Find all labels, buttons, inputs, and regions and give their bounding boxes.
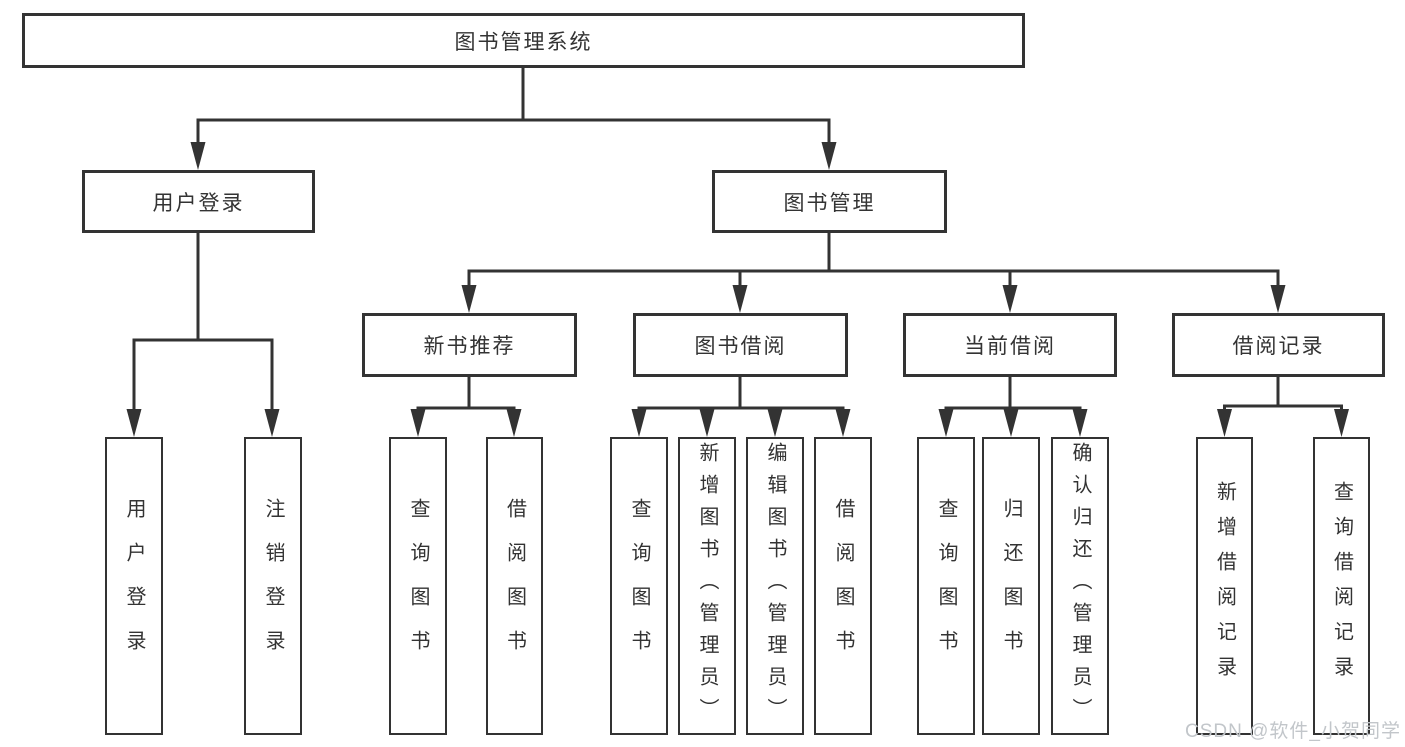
node-label: 图书管理 <box>783 191 876 215</box>
connector-user-login-children <box>126 233 280 437</box>
node-label: 图书管理系统 <box>454 30 593 54</box>
node-borrowing-records: 借阅记录 <box>1172 313 1385 377</box>
leaf-add-borrow-record: 新增借阅记录 <box>1196 437 1253 735</box>
node-current-borrowing: 当前借阅 <box>903 313 1117 377</box>
node-label: 新增借阅记录 <box>1213 481 1236 691</box>
node-label: 图书借阅 <box>694 335 787 358</box>
node-label: 新增图书（管理员） <box>696 442 718 730</box>
node-library-system: 图书管理系统 <box>22 13 1025 68</box>
connector-current-borrowing-children <box>938 377 1088 437</box>
leaf-query-books-borrowing: 查询图书 <box>610 437 668 735</box>
node-label: 查询图书 <box>407 498 429 674</box>
connector-book-management-children <box>461 233 1286 313</box>
node-label: 编辑图书（管理员） <box>764 442 786 730</box>
node-label: 注销登录 <box>262 498 284 674</box>
node-label: 借阅图书 <box>503 498 526 674</box>
node-label: 归还图书 <box>1000 498 1022 674</box>
leaf-borrow-books-borrowing: 借阅图书 <box>814 437 872 735</box>
node-label: 确认归还（管理员） <box>1069 442 1091 730</box>
leaf-return-books: 归还图书 <box>982 437 1040 735</box>
node-new-book-recommend: 新书推荐 <box>362 313 577 377</box>
leaf-edit-books-admin: 编辑图书（管理员） <box>746 437 804 735</box>
node-label: 查询图书 <box>935 498 957 674</box>
leaf-logout: 注销登录 <box>244 437 302 735</box>
leaf-add-books-admin: 新增图书（管理员） <box>678 437 736 735</box>
node-user-login: 用户登录 <box>82 170 315 233</box>
node-label: 借阅记录 <box>1232 335 1325 358</box>
node-label: 新书推荐 <box>423 335 516 358</box>
node-label: 用户登录 <box>152 191 245 215</box>
node-label: 查询图书 <box>628 498 650 674</box>
node-label: 当前借阅 <box>964 335 1056 358</box>
leaf-borrow-books-recommend: 借阅图书 <box>486 437 543 735</box>
leaf-query-books-recommend: 查询图书 <box>389 437 447 735</box>
leaf-user-login: 用户登录 <box>105 437 163 735</box>
connector-new-book-recommend-children <box>410 377 522 437</box>
node-label: 借阅图书 <box>832 498 854 674</box>
node-label: 查询借阅记录 <box>1330 481 1353 691</box>
node-label: 用户登录 <box>123 498 145 674</box>
node-book-borrowing: 图书借阅 <box>633 313 848 377</box>
connector-root-to-level2 <box>190 68 837 170</box>
connector-book-borrowing-children <box>631 377 851 437</box>
node-book-management: 图书管理 <box>712 170 947 233</box>
connector-borrowing-records-children <box>1217 377 1349 437</box>
leaf-confirm-return-admin: 确认归还（管理员） <box>1051 437 1109 735</box>
csdn-watermark: CSDN @软件_小贺同学 <box>1185 721 1401 742</box>
leaf-query-books-current: 查询图书 <box>917 437 975 735</box>
leaf-query-borrow-record: 查询借阅记录 <box>1313 437 1370 735</box>
